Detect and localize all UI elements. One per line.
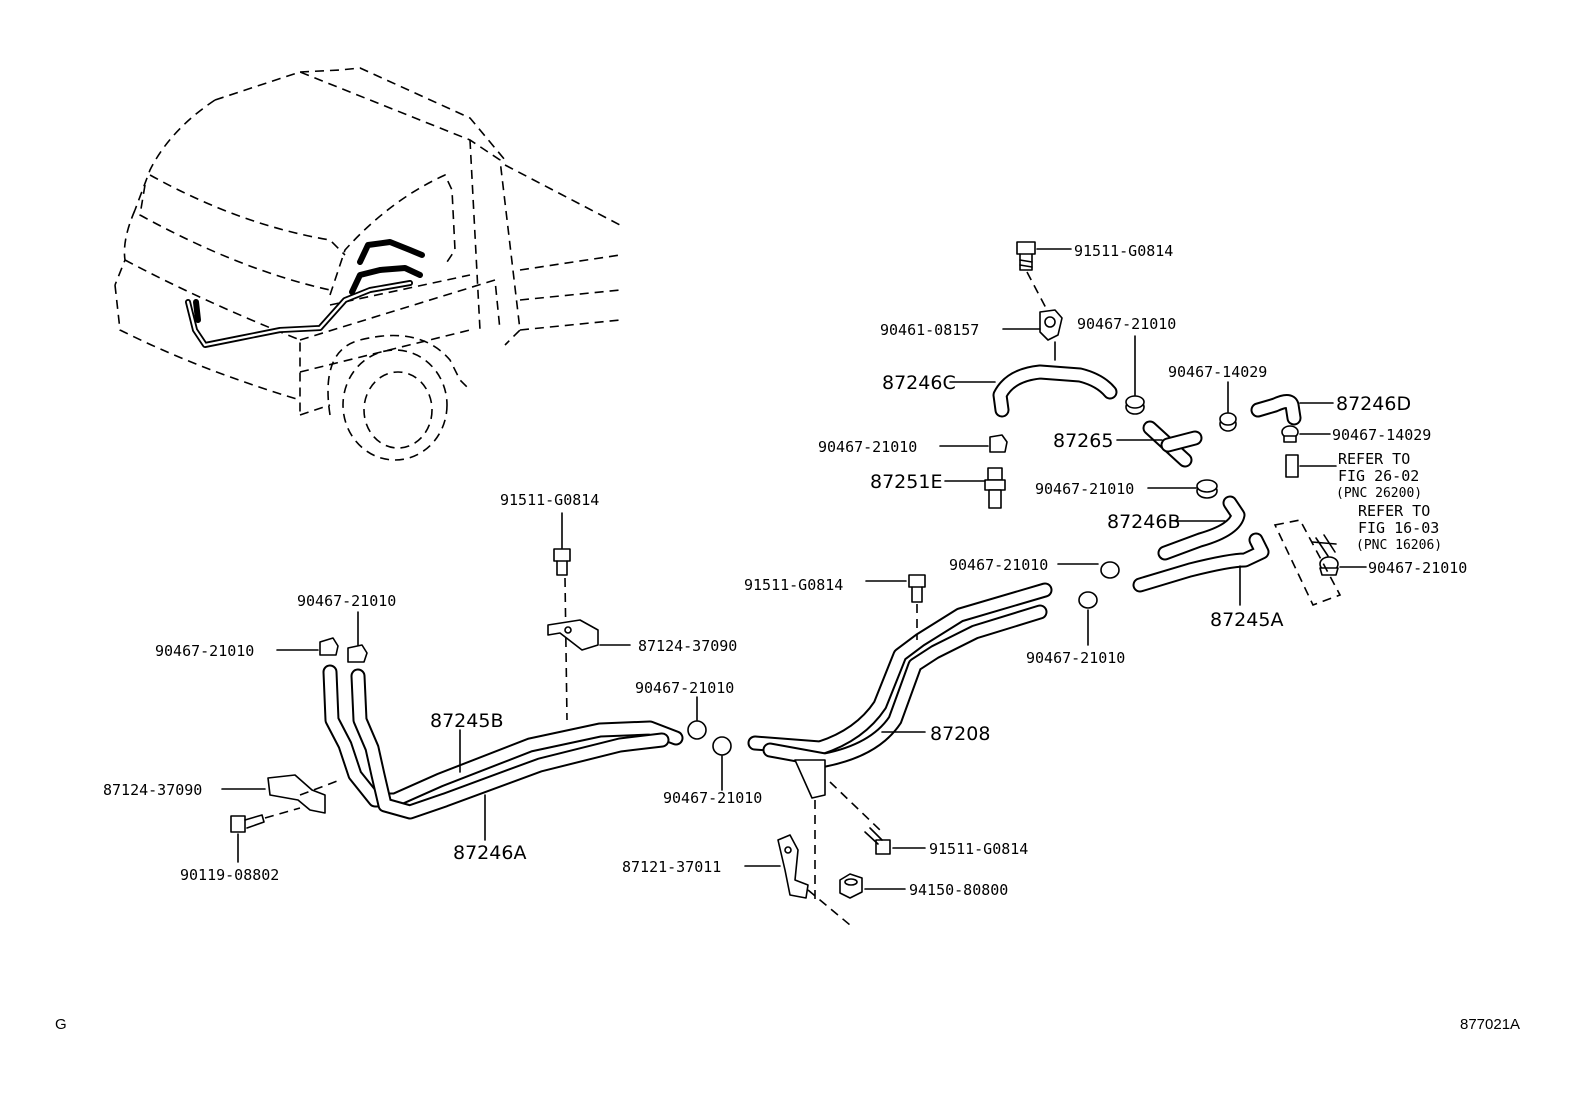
hose-clip-icon [687, 720, 732, 756]
label-90467-21010-mid-b: 90467-21010 [1035, 480, 1134, 498]
nut-icon [839, 873, 863, 899]
label-90461-08157: 90461-08157 [880, 321, 979, 339]
label-90467-21010-top: 90467-21010 [1077, 315, 1176, 333]
bracket-icon [777, 834, 809, 899]
hose-87245b-87246a-icon [322, 664, 684, 820]
hose-clip-icon [1078, 561, 1120, 609]
valve-icon [984, 467, 1006, 509]
pipe-stub-icon [1285, 454, 1299, 478]
wire-harness [185, 239, 425, 348]
refer-note-2-line1: REFER TO [1358, 502, 1430, 520]
bolt-icon [553, 548, 571, 576]
pipe-87265-icon [1142, 420, 1203, 468]
label-90467-14029-a: 90467-14029 [1168, 363, 1267, 381]
label-90467-21010-mid-c: 90467-21010 [949, 556, 1048, 574]
hose-clamp-icon [1039, 309, 1063, 341]
label-87245a: 87245A [1210, 609, 1283, 631]
label-91511-g0814-mid: 91511-G0814 [500, 491, 599, 509]
bracket-icon [547, 619, 599, 651]
label-87208: 87208 [930, 723, 990, 745]
label-87124-37090-left: 87124-37090 [103, 781, 202, 799]
pipe-87208-icon [747, 582, 1053, 799]
label-87246a: 87246A [453, 842, 526, 864]
hose-clip-icon [1319, 556, 1339, 576]
label-91511-g0814-low: 91511-G0814 [929, 840, 1028, 858]
label-90467-21010-left-mid: 90467-21010 [818, 438, 917, 456]
bolt-icon [908, 574, 926, 603]
footer-figure-id: 877021A [1460, 1016, 1520, 1033]
hose-clip-icon [1196, 479, 1218, 499]
label-91511-g0814-mid-left: 91511-G0814 [744, 576, 843, 594]
bracket-icon [267, 774, 326, 814]
hose-clip-icon [319, 637, 368, 663]
bolt-icon [864, 827, 891, 855]
label-87246c: 87246C [882, 372, 956, 394]
refer-note-2-line3: (PNC 16206) [1356, 538, 1442, 553]
hose-clip-icon [989, 434, 1008, 453]
label-90467-21010-c2: 90467-21010 [663, 789, 762, 807]
refer-note-1-line2: FIG 26-02 [1338, 467, 1419, 485]
part-labels: 91511-G0814 90461-08157 90467-21010 8724… [55, 242, 1520, 1033]
hose-clip-icon [1281, 425, 1299, 443]
hose-clip-icon [1125, 395, 1145, 415]
bolt-icon [1016, 241, 1036, 271]
label-87121-37011: 87121-37011 [622, 858, 721, 876]
label-87124-37090-mid: 87124-37090 [638, 637, 737, 655]
hose-clip-icon [1219, 412, 1237, 432]
label-90467-21010-l1: 90467-21010 [155, 642, 254, 660]
label-87245b: 87245B [430, 710, 503, 732]
footer-code-left: G [55, 1016, 67, 1033]
label-90467-21010-c1: 90467-21010 [635, 679, 734, 697]
label-90467-21010-low: 90467-21010 [1026, 649, 1125, 667]
label-90467-21010-right: 90467-21010 [1368, 559, 1467, 577]
label-87251e: 87251E [870, 471, 942, 493]
label-87265: 87265 [1053, 430, 1113, 452]
label-94150-80800: 94150-80800 [909, 881, 1008, 899]
truck-outline [114, 67, 621, 461]
label-91511-g0814-top: 91511-G0814 [1074, 242, 1173, 260]
label-90119-08802: 90119-08802 [180, 866, 279, 884]
refer-note-2-line2: FIG 16-03 [1358, 519, 1439, 537]
refer-note-1-line1: REFER TO [1338, 450, 1410, 468]
label-87246d: 87246D [1336, 393, 1411, 415]
label-90467-21010-l2: 90467-21010 [297, 592, 396, 610]
refer-note-1-line3: (PNC 26200) [1336, 486, 1422, 501]
bolt-icon [230, 814, 265, 833]
label-90467-14029-b: 90467-14029 [1332, 426, 1431, 444]
label-87246b: 87246B [1107, 511, 1180, 533]
